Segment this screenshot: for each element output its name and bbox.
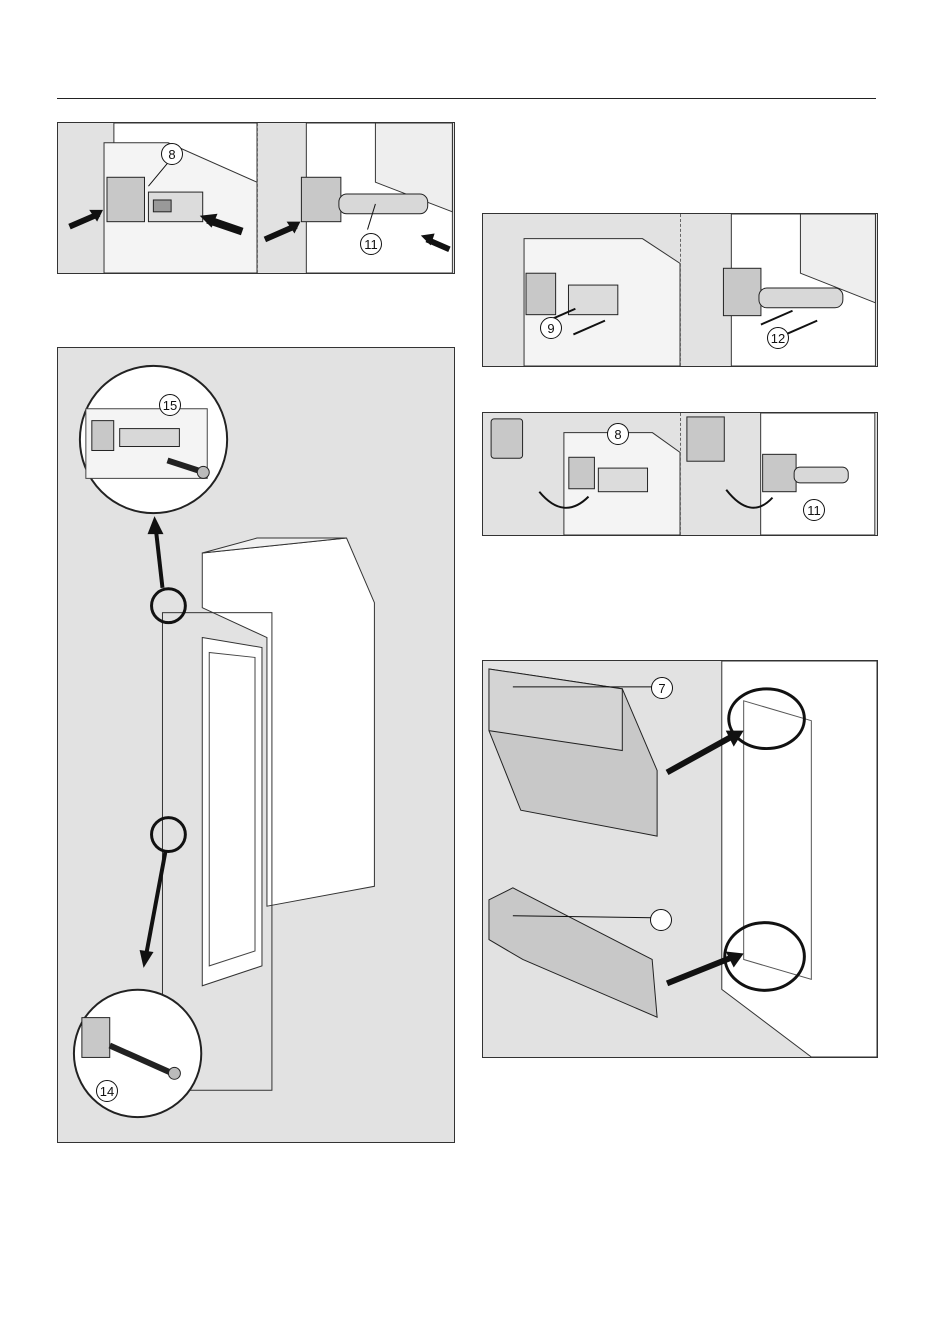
- trim-strips-illustration: [483, 661, 877, 1057]
- hinge-cover-illustration: [58, 123, 454, 273]
- appliance-illustration: [58, 348, 454, 1142]
- figure-hinge-cover-rotate: 8 11: [482, 412, 878, 536]
- figure-hinge-pins: 9 12: [482, 213, 878, 367]
- figure-appliance-fixing: 15 14: [57, 347, 455, 1143]
- callout-11: 11: [360, 233, 382, 255]
- callout-14: 14: [96, 1080, 118, 1102]
- figure-divider: [257, 123, 258, 273]
- figure-hinge-cover-insert: 8 11: [57, 122, 455, 274]
- callout-11: 11: [803, 499, 825, 521]
- callout-9: 9: [540, 317, 562, 339]
- figure-trim-strips: 7: [482, 660, 878, 1058]
- callout-empty: [650, 909, 672, 931]
- figure-divider: [680, 413, 681, 535]
- callout-15: 15: [159, 394, 181, 416]
- callout-8: 8: [161, 143, 183, 165]
- callout-12: 12: [767, 327, 789, 349]
- callout-7: 7: [651, 677, 673, 699]
- callout-8: 8: [607, 423, 629, 445]
- figure-divider: [680, 214, 681, 366]
- header-rule: [57, 98, 876, 99]
